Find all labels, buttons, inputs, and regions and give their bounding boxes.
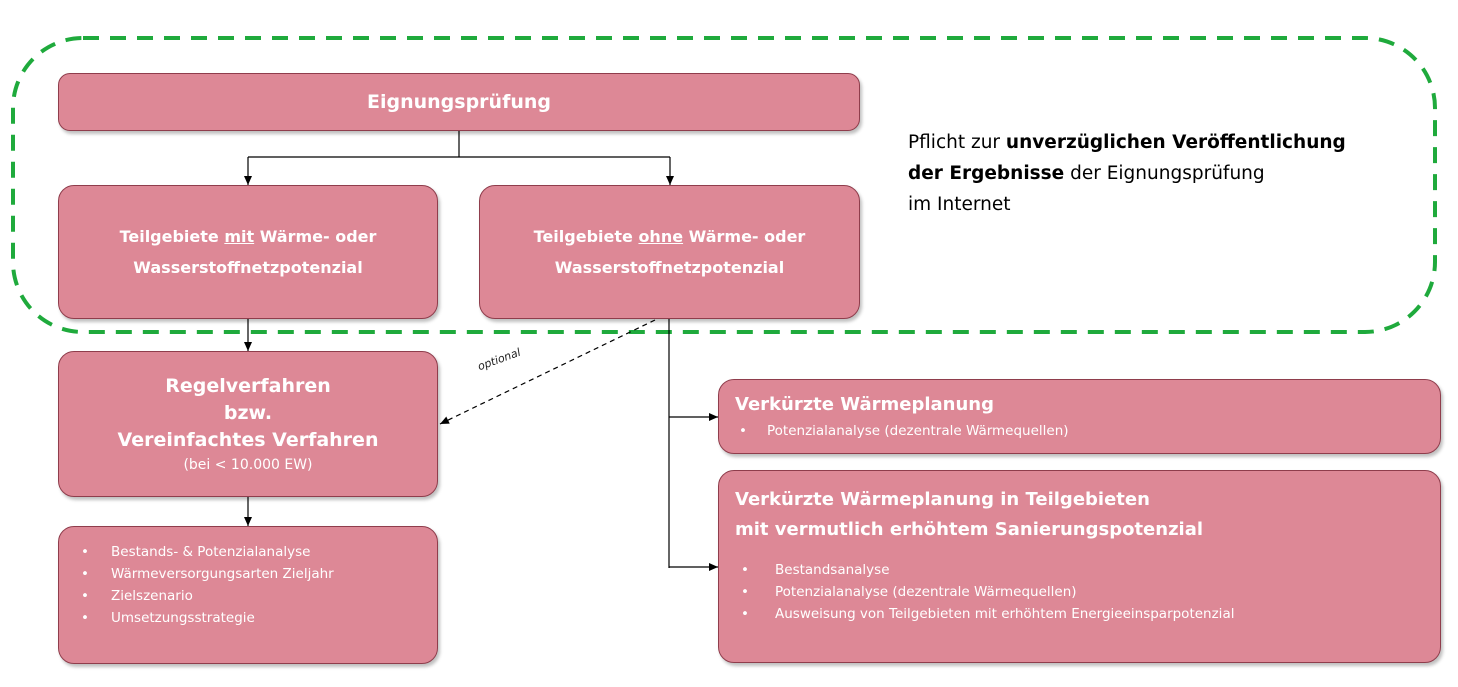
- note-text-a: Pflicht zur: [908, 132, 1006, 153]
- teilgebiete-ohne-underlined: ohne: [638, 227, 684, 246]
- regelverfahren-steps-list: Bestands- & Potenzialanalyse Wärmeversor…: [73, 541, 437, 629]
- teilgebiete-ohne-line1: Teilgebiete ohne Wärme- oder: [534, 221, 806, 252]
- list-item: Umsetzungsstrategie: [73, 607, 437, 629]
- teilgebiete-mit-line2: Wasserstoffnetzpotenzial: [133, 258, 363, 277]
- list-item: Wärmeversorgungsarten Zieljahr: [73, 563, 437, 585]
- teilgebiete-ohne-text-b: Wärme- oder: [683, 227, 806, 246]
- publication-note: Pflicht zur unverzüglichen Veröffentlich…: [908, 127, 1428, 220]
- teilgebiete-mit-box: Teilgebiete mit Wärme- oder Wasserstoffn…: [58, 185, 438, 319]
- note-text-b: der Eignungsprüfung: [1064, 163, 1265, 184]
- dashed-group-outline: [11, 36, 1437, 334]
- list-item: Potenzialanalyse (dezentrale Wärmequelle…: [735, 420, 1440, 442]
- optional-dashed-arrow: [439, 319, 656, 425]
- verkuerzte-waermeplanung-teilgebiete-box: Verkürzte Wärmeplanung in Teilgebieten m…: [718, 470, 1441, 663]
- list-item: Potenzialanalyse (dezentrale Wärmequelle…: [735, 581, 1440, 603]
- eignungspruefung-label: Eignungsprüfung: [367, 91, 551, 113]
- note-bold-b: der Ergebnisse: [908, 163, 1065, 184]
- verkuerzte-waermeplanung-title: Verkürzte Wärmeplanung: [735, 394, 994, 415]
- teilgebiete-mit-text-b: Wärme- oder: [254, 227, 377, 246]
- regelverfahren-condition: (bei < 10.000 EW): [183, 456, 313, 473]
- teilgebiete-mit-text-a: Teilgebiete: [119, 227, 225, 246]
- note-bold-a: unverzüglichen Veröffentlichung: [1005, 132, 1346, 153]
- list-item: Bestandsanalyse: [735, 559, 1440, 581]
- teilgebiete-mit-line1: Teilgebiete mit Wärme- oder: [120, 221, 377, 252]
- verkuerzte-waermeplanung-list: Potenzialanalyse (dezentrale Wärmequelle…: [735, 420, 1440, 442]
- verkuerzte-waermeplanung-box: Verkürzte Wärmeplanung Potenzialanalyse …: [718, 379, 1441, 454]
- teilgebiete-mit-underlined: mit: [224, 227, 255, 246]
- regelverfahren-line3: Vereinfachtes Verfahren: [117, 428, 379, 451]
- teilgebiete-ohne-text-a: Teilgebiete: [533, 227, 639, 246]
- verkuerzte-teilgebiete-title-line1: Verkürzte Wärmeplanung in Teilgebieten: [735, 489, 1150, 510]
- publication-note-line3: im Internet: [908, 194, 1011, 215]
- list-item: Bestands- & Potenzialanalyse: [73, 541, 437, 563]
- verkuerzte-teilgebiete-list: Bestandsanalyse Potenzialanalyse (dezent…: [735, 559, 1440, 625]
- regelverfahren-steps-box: Bestands- & Potenzialanalyse Wärmeversor…: [58, 526, 438, 664]
- regelverfahren-line1: Regelverfahren: [165, 374, 331, 397]
- list-item: Zielszenario: [73, 585, 437, 607]
- list-item: Ausweisung von Teilgebieten mit erhöhtem…: [735, 603, 1440, 625]
- regelverfahren-line2: bzw.: [223, 401, 273, 424]
- verkuerzte-teilgebiete-title-line2: mit vermutlich erhöhtem Sanierungspotenz…: [735, 519, 1204, 540]
- teilgebiete-ohne-box: Teilgebiete ohne Wärme- oder Wasserstoff…: [479, 185, 860, 319]
- publication-note-line1: Pflicht zur unverzüglichen Veröffentlich…: [908, 127, 1428, 158]
- publication-note-line2: der Ergebnisse der Eignungsprüfung: [908, 158, 1428, 189]
- ohne-branch-connector: [668, 319, 718, 571]
- eignungspruefung-box: Eignungsprüfung: [58, 73, 860, 131]
- teilgebiete-ohne-line2: Wasserstoffnetzpotenzial: [554, 258, 785, 277]
- regelverfahren-box: Regelverfahren bzw. Vereinfachtes Verfah…: [58, 351, 438, 497]
- split-connector: [244, 131, 674, 185]
